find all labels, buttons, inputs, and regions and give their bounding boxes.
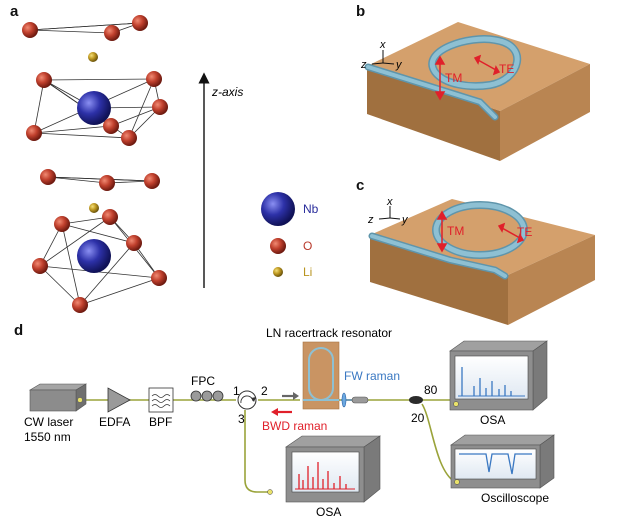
panel-label-a: a bbox=[10, 3, 19, 20]
o-atom bbox=[54, 216, 70, 232]
port-1-label: 1 bbox=[233, 384, 240, 398]
tm-label-c: TM bbox=[447, 224, 464, 238]
crystal-structure bbox=[29, 22, 161, 306]
bwd-direction-arrow bbox=[271, 408, 292, 416]
li-atom bbox=[88, 52, 98, 62]
fiber-paths bbox=[80, 399, 456, 493]
o-atom bbox=[32, 258, 48, 274]
crystal-atoms bbox=[22, 15, 168, 313]
osa-top-instrument bbox=[449, 340, 548, 411]
oscilloscope-label: Oscilloscope bbox=[481, 491, 549, 505]
circulator-icon bbox=[237, 390, 257, 410]
cw-laser bbox=[28, 383, 88, 412]
axes-c bbox=[378, 206, 401, 220]
legend-o-label: O bbox=[303, 239, 312, 253]
axis-x-c: x bbox=[386, 196, 393, 208]
bpf-filter-icon bbox=[148, 387, 174, 413]
o-atom bbox=[126, 235, 142, 251]
o-atom bbox=[40, 169, 56, 185]
axis-z-b: z bbox=[360, 59, 367, 71]
axes-b bbox=[371, 50, 395, 65]
laser-wavelength: 1550 nm bbox=[24, 430, 71, 444]
o-atom bbox=[102, 209, 118, 225]
o-atom bbox=[121, 130, 137, 146]
ring-chip bbox=[368, 199, 595, 325]
o-atom bbox=[151, 270, 167, 286]
te-arrow-c bbox=[497, 222, 525, 244]
racetrack-chip bbox=[364, 22, 590, 161]
edfa-label: EDFA bbox=[99, 415, 130, 429]
legend-nb-swatch bbox=[261, 192, 295, 226]
osa-bottom-label: OSA bbox=[316, 505, 341, 519]
axis-y-b: y bbox=[395, 59, 403, 71]
li-atom bbox=[89, 203, 99, 213]
fw-raman-label: FW raman bbox=[344, 369, 400, 383]
o-atom bbox=[152, 99, 168, 115]
nb-atom bbox=[77, 239, 111, 273]
input-direction-arrow bbox=[282, 392, 299, 400]
split-20-label: 20 bbox=[411, 411, 425, 425]
panel-label-b: b bbox=[356, 3, 365, 20]
fiber-splitter-icon bbox=[409, 396, 423, 404]
te-arrow-b bbox=[473, 54, 501, 76]
o-atom bbox=[104, 25, 120, 41]
o-atom bbox=[22, 22, 38, 38]
fpc-label: FPC bbox=[191, 374, 215, 388]
osa-bottom-instrument bbox=[267, 435, 381, 503]
tm-label-b: TM bbox=[445, 71, 462, 85]
port-2-label: 2 bbox=[261, 384, 268, 398]
z-axis-label: z-axis bbox=[211, 85, 243, 99]
o-atom bbox=[72, 297, 88, 313]
port-3-label: 3 bbox=[238, 412, 245, 426]
o-atom bbox=[99, 175, 115, 191]
o-atom bbox=[103, 118, 119, 134]
bpf-label: BPF bbox=[149, 415, 172, 429]
oscilloscope-instrument bbox=[450, 434, 555, 489]
legend-o-swatch bbox=[270, 238, 286, 254]
o-atom bbox=[132, 15, 148, 31]
panel-label-c: c bbox=[356, 177, 364, 194]
te-label-b: TE bbox=[499, 62, 514, 76]
o-atom bbox=[146, 71, 162, 87]
setup-title: LN racertrack resonator bbox=[266, 326, 392, 340]
o-atom bbox=[144, 173, 160, 189]
tm-arrow-c bbox=[436, 210, 448, 253]
osa-top-label: OSA bbox=[480, 413, 505, 427]
o-atom bbox=[26, 125, 42, 141]
ln-resonator-chip bbox=[302, 341, 340, 410]
tm-arrow-b bbox=[434, 55, 446, 101]
axis-y-c: y bbox=[401, 214, 409, 226]
bwd-raman-label: BWD raman bbox=[262, 419, 327, 433]
o-atom bbox=[36, 72, 52, 88]
axis-z-c: z bbox=[367, 214, 374, 226]
nb-atom bbox=[77, 91, 111, 125]
axis-x-b: x bbox=[379, 39, 386, 51]
panel-label-d: d bbox=[14, 322, 23, 339]
legend-nb-label: Nb bbox=[303, 202, 319, 216]
lens-fiber-coupler bbox=[341, 392, 369, 408]
laser-label: CW laser bbox=[24, 415, 73, 429]
fpc-paddles-icon bbox=[190, 390, 224, 402]
legend-li-label: Li bbox=[303, 265, 312, 279]
te-label-c: TE bbox=[517, 225, 532, 239]
legend-li-swatch bbox=[273, 267, 283, 277]
edfa-amplifier-icon bbox=[107, 387, 131, 413]
atom-legend: Nb O Li bbox=[261, 192, 319, 279]
split-80-label: 80 bbox=[424, 383, 438, 397]
